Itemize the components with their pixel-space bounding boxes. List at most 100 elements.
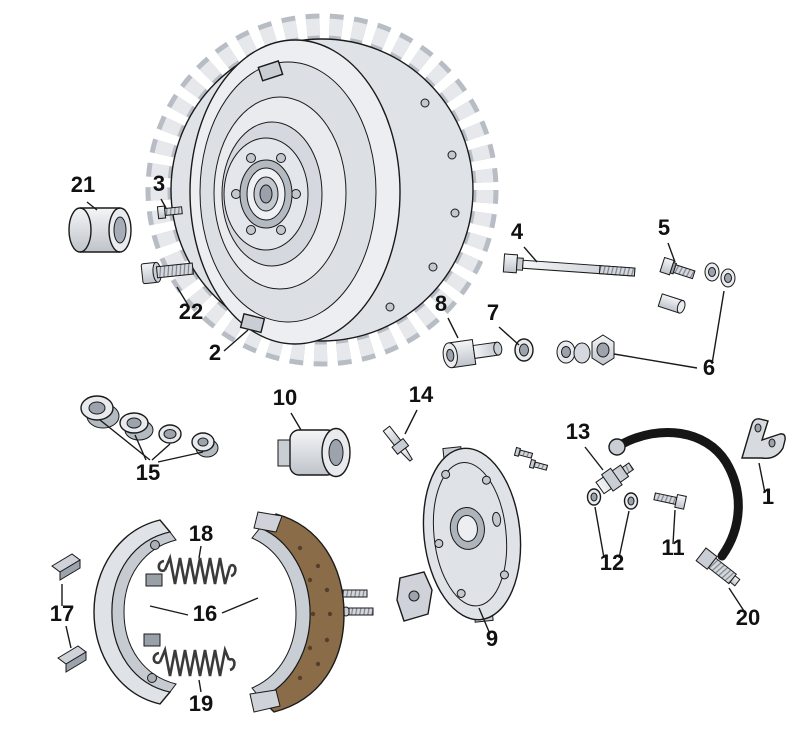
part-label-11: 11 (661, 535, 684, 560)
leader-16b (221, 597, 259, 614)
wheel-cylinder-10 (277, 427, 351, 478)
part-label-2: 2 (209, 340, 221, 365)
rod-threads (598, 265, 636, 277)
clip-bottom (57, 645, 87, 673)
fitting-tip (399, 447, 413, 462)
hose-end-fitting-20 (695, 547, 741, 587)
part-label-17: 17 (50, 601, 74, 626)
washers-12 (586, 488, 639, 510)
washers-6-right (704, 262, 736, 288)
leader-11 (672, 509, 676, 545)
part-label-1: 1 (762, 484, 774, 509)
hub-bolt (246, 153, 256, 163)
part-label-7: 7 (487, 300, 499, 325)
leader-16a (149, 605, 189, 616)
leader-5 (667, 242, 676, 263)
screw-shaft (164, 206, 183, 217)
leader-14 (404, 409, 418, 435)
plate-hole (434, 539, 444, 549)
leader-4 (523, 246, 538, 263)
leader-lines (61, 198, 766, 693)
shoe-end-tab-top (253, 511, 283, 533)
return-spring-19 (152, 645, 236, 677)
washer-nut-6-left (556, 334, 615, 366)
retainer-clips-17 (51, 553, 87, 673)
part-label-21: 21 (71, 172, 95, 197)
sprocket-teeth-highlight (150, 18, 494, 362)
plate-screw-top-b (528, 458, 549, 471)
part-label-3: 3 (153, 171, 165, 196)
shoe-slot (145, 573, 163, 587)
leader-3 (160, 198, 167, 209)
part-label-6: 6 (703, 355, 715, 380)
bolt-head (674, 493, 687, 510)
backing-plate-9 (422, 446, 522, 623)
leader-15c (151, 443, 171, 461)
leader-12b (618, 510, 630, 559)
spacer-bushing-21 (68, 207, 132, 253)
bushing-set-15 (80, 395, 219, 458)
brake-shoe-left (93, 519, 177, 705)
washer-7 (514, 338, 534, 362)
bolt-shaft (155, 262, 194, 279)
bushing-a (80, 395, 120, 429)
leader-8 (447, 317, 459, 339)
cylinder-bore (328, 439, 344, 466)
socket-bolt-22 (140, 261, 194, 285)
part-label-8: 8 (435, 291, 447, 316)
bracket-1 (741, 418, 786, 459)
leader-18 (198, 545, 202, 559)
anchor-bracket (396, 571, 433, 622)
leader-13 (584, 446, 604, 471)
drum-mount-tab-bottom (239, 312, 266, 334)
leader-20 (728, 587, 745, 612)
fitting-tip (621, 462, 635, 475)
leader-15d (157, 451, 204, 463)
bushing-b (119, 412, 154, 441)
leader-15b (134, 434, 147, 461)
bleeder-fitting-14 (382, 425, 413, 462)
bushing-bore (113, 216, 127, 244)
sprocket-rim-hole (447, 150, 457, 160)
plate-hole (481, 475, 491, 485)
leader-15a (99, 419, 151, 461)
leader-6a (711, 290, 725, 365)
plate-screw-top-a (513, 446, 534, 459)
part-label-20: 20 (736, 605, 760, 630)
part-label-18: 18 (189, 521, 213, 546)
hub-bore-center (259, 184, 273, 204)
brake-shoe-right (249, 511, 345, 713)
plate-hole (456, 588, 466, 598)
hose-fitting-13 (595, 462, 635, 495)
leader-2 (223, 329, 249, 352)
leader-9 (478, 607, 491, 635)
return-spring-18 (157, 553, 237, 585)
leader-19 (198, 679, 202, 693)
part-label-22: 22 (179, 299, 203, 324)
hub-bolt (246, 225, 256, 235)
shoe-web (111, 531, 177, 693)
part-label-4: 4 (511, 219, 524, 244)
fitting-hex (600, 467, 623, 492)
shoe-hole (150, 540, 160, 550)
spacer-8 (442, 338, 503, 369)
part-label-9: 9 (486, 626, 498, 651)
hose-banjo-end (608, 438, 626, 456)
part-label-12: 12 (600, 550, 624, 575)
leader-1 (758, 462, 766, 494)
brake-hose (617, 428, 743, 561)
brake-drum-sprocket (145, 13, 499, 367)
part-label-10: 10 (273, 385, 297, 410)
drum-mount-tab-top (257, 60, 284, 82)
rod-head (502, 253, 519, 274)
bushing-c (158, 424, 182, 444)
leader-7 (498, 326, 520, 346)
part-label-19: 19 (189, 691, 213, 716)
plate-screw-left-b (342, 606, 374, 617)
hub-bolt (231, 189, 241, 199)
part-label-16: 16 (193, 601, 217, 626)
part-label-15: 15 (136, 460, 160, 485)
screw-3 (156, 205, 183, 220)
